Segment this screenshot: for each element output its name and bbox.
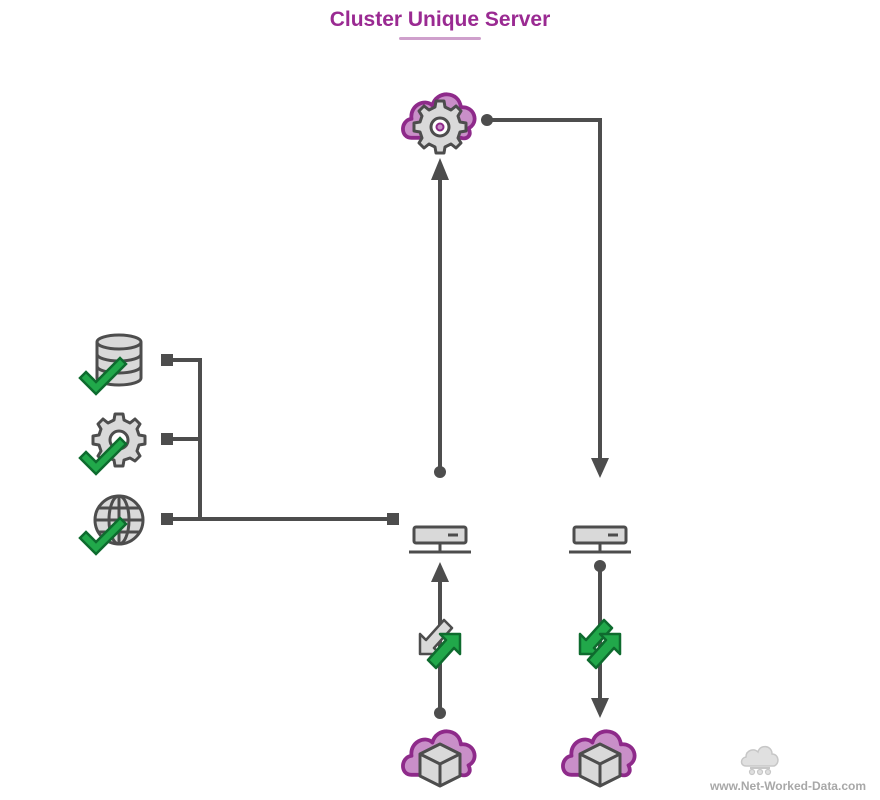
- arrowhead-down-cloudbox-right: [591, 698, 609, 718]
- title-underline: [399, 37, 481, 40]
- endpoint-square-database: [161, 354, 173, 366]
- endpoint-dot-cloud-right: [481, 114, 493, 126]
- arrowhead-up-cloud: [431, 158, 449, 180]
- endpoint-dot-server-right-bottom: [594, 560, 606, 572]
- watermark-logo-icon: [740, 745, 779, 776]
- diagram-title: Cluster Unique Server: [329, 8, 551, 31]
- server-icon-right: [567, 525, 633, 554]
- server-icon-left: [407, 525, 473, 554]
- cloud-box-icon-right: [561, 729, 637, 788]
- link-database-bus: [167, 358, 202, 519]
- endpoint-dot-server-left-top: [434, 466, 446, 478]
- connections: [167, 118, 602, 713]
- endpoints: [161, 114, 606, 719]
- arrowhead-down-server-right: [591, 458, 609, 478]
- arrowheads: [431, 158, 609, 718]
- endpoint-square-server-left: [387, 513, 399, 525]
- cloud-gear-icon: [401, 92, 477, 155]
- cloud-box-icon-left: [401, 729, 477, 788]
- link-cloud-to-server-right: [487, 118, 602, 460]
- arrowhead-up-server-left: [431, 562, 449, 582]
- endpoint-square-settings: [161, 433, 173, 445]
- endpoint-dot-cloudbox-left: [434, 707, 446, 719]
- sync-icon-partial: [418, 618, 462, 670]
- endpoint-square-web: [161, 513, 173, 525]
- watermark-text: www.Net-Worked-Data.com: [709, 779, 866, 793]
- sync-icon-full: [578, 618, 622, 670]
